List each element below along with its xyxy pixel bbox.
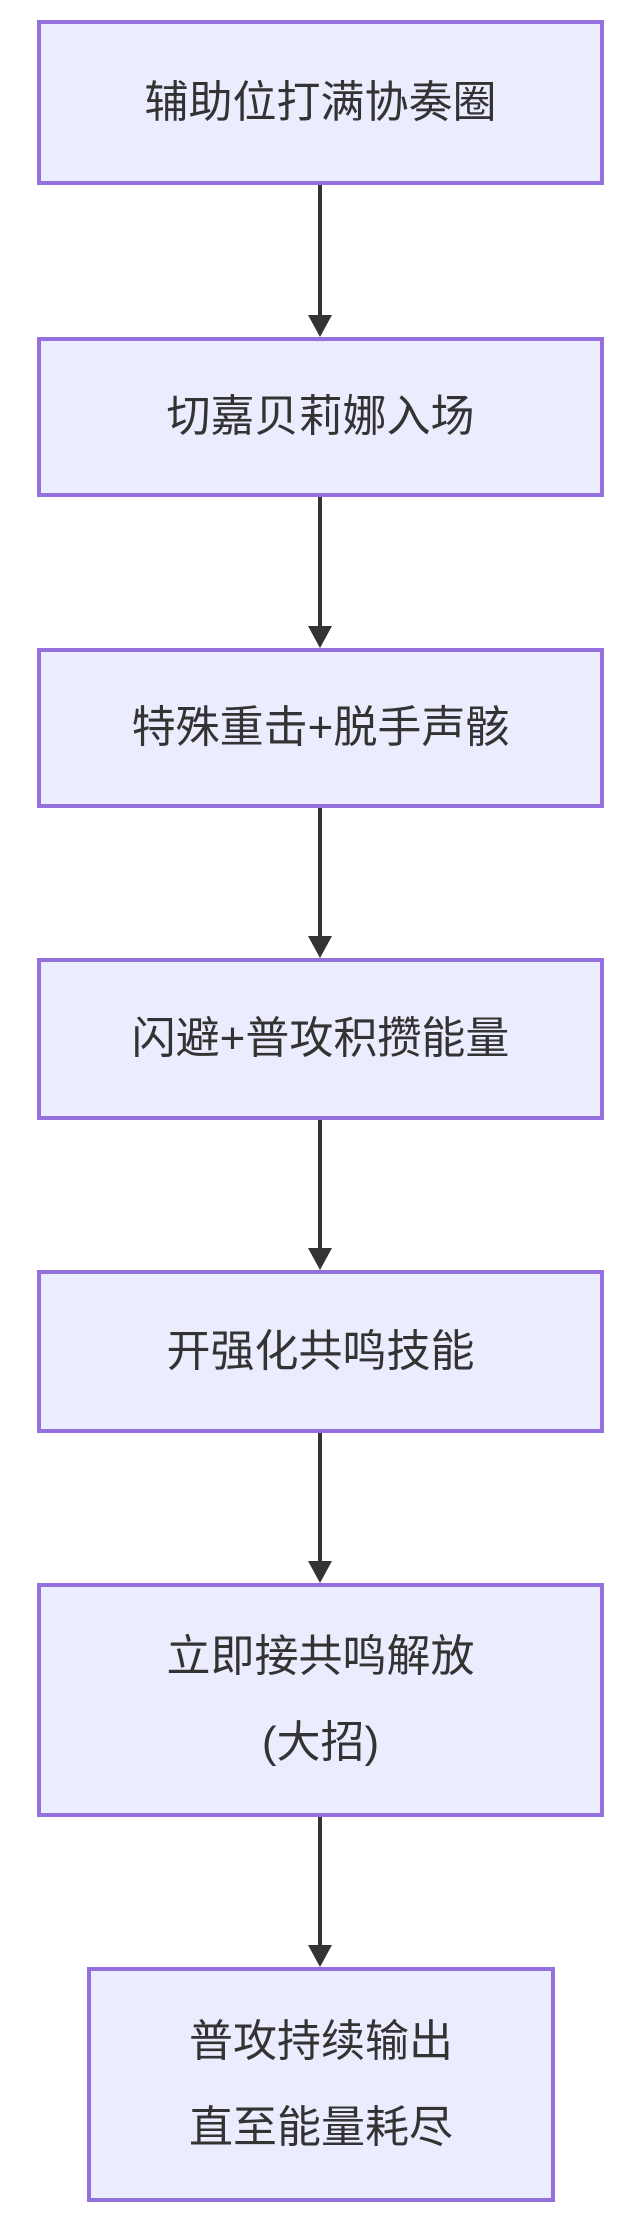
flow-edge-4 — [308, 1120, 332, 1270]
arrow-line — [318, 185, 322, 317]
flow-edge-3 — [308, 808, 332, 958]
arrow-line — [318, 1120, 322, 1250]
flow-node-step-3: 特殊重击+脱手声骸 — [37, 648, 604, 808]
flow-node-step-1: 辅助位打满协奏圈 — [37, 20, 604, 185]
arrow-line — [318, 1817, 322, 1947]
flow-edge-5 — [308, 1433, 332, 1583]
node-label: 直至能量耗尽 — [189, 2102, 453, 2152]
flow-edge-1 — [308, 185, 332, 337]
flow-node-step-2: 切嘉贝莉娜入场 — [37, 337, 604, 497]
node-label: (大招) — [261, 1718, 380, 1767]
flow-node-step-7: 普攻持续输出 直至能量耗尽 — [87, 1967, 555, 2202]
arrow-down-icon — [308, 936, 332, 958]
node-label: 闪避+普攻积攒能量 — [131, 1014, 510, 1064]
flow-node-step-4: 闪避+普攻积攒能量 — [37, 958, 604, 1120]
arrow-line — [318, 1433, 322, 1563]
node-label: 辅助位打满协奏圈 — [144, 77, 497, 127]
node-label: 切嘉贝莉娜入场 — [166, 392, 475, 442]
node-label: 立即接共鸣解放 — [166, 1632, 475, 1682]
flow-edge-6 — [308, 1817, 332, 1967]
arrow-line — [318, 808, 322, 938]
flow-edge-2 — [308, 497, 332, 648]
arrow-line — [318, 497, 322, 628]
arrow-down-icon — [308, 1248, 332, 1270]
node-label: 普攻持续输出 — [189, 2016, 453, 2066]
node-label: 开强化共鸣技能 — [166, 1326, 475, 1376]
arrow-down-icon — [308, 1945, 332, 1967]
flow-node-step-6: 立即接共鸣解放 (大招) — [37, 1583, 604, 1817]
arrow-down-icon — [308, 315, 332, 337]
arrow-down-icon — [308, 626, 332, 648]
node-label: 特殊重击+脱手声骸 — [131, 703, 510, 753]
arrow-down-icon — [308, 1561, 332, 1583]
flow-node-step-5: 开强化共鸣技能 — [37, 1270, 604, 1433]
